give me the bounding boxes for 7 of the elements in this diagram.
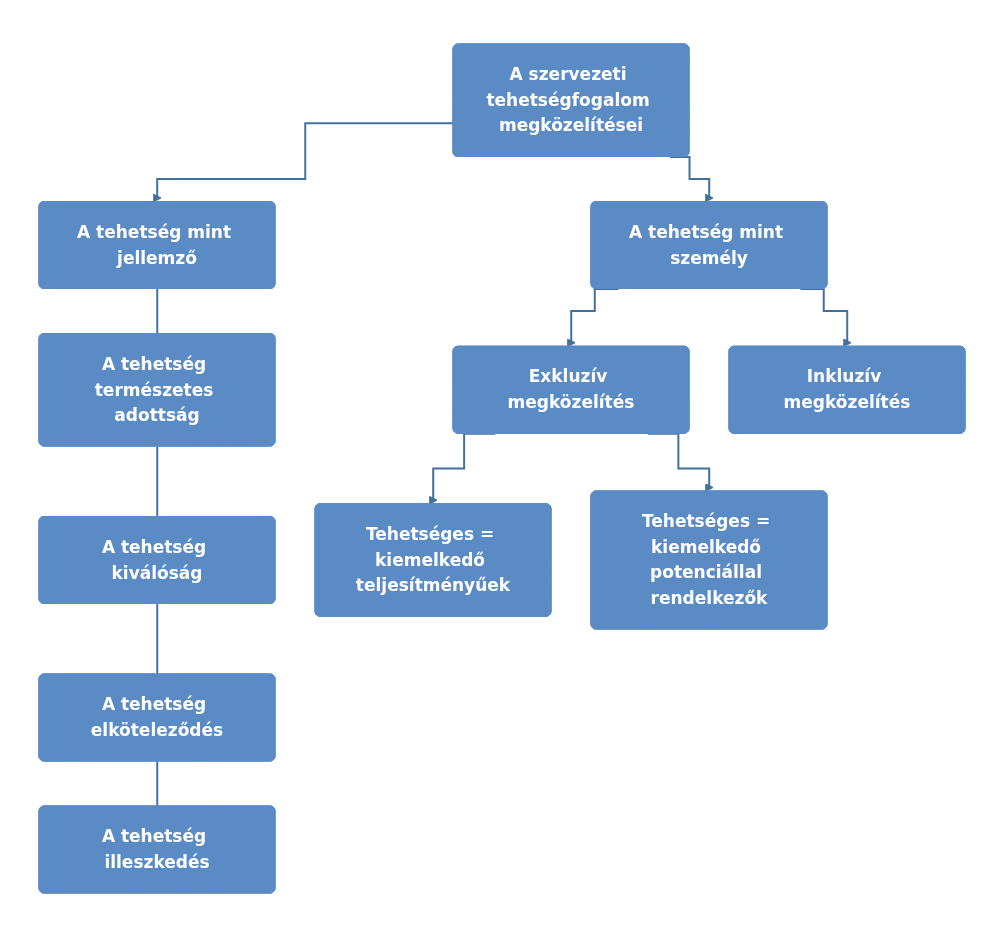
connector	[155, 760, 158, 807]
arrow	[428, 432, 496, 505]
connector	[155, 287, 158, 335]
arrow	[152, 121, 454, 202]
connector	[155, 445, 158, 518]
connector	[155, 602, 158, 675]
arrow	[646, 432, 714, 492]
